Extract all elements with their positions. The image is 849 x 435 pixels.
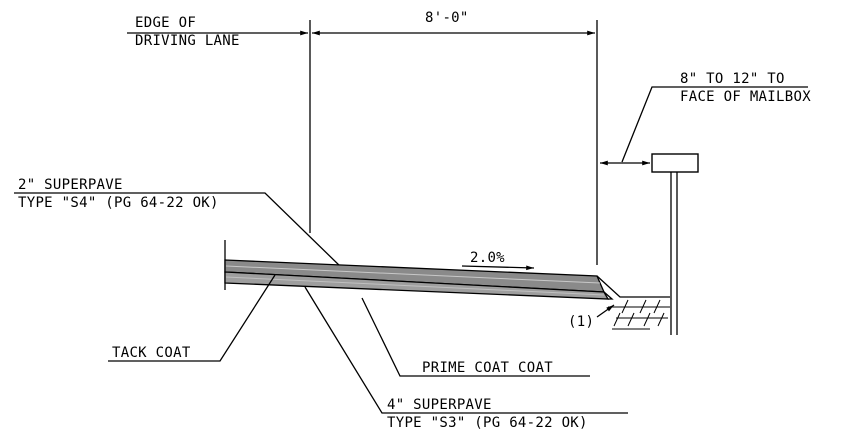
slope-label: 2.0% (470, 250, 505, 266)
edge-label-line2: DRIVING LANE (135, 33, 240, 49)
s4-label-line2: TYPE "S4" (PG 64-22 OK) (18, 195, 219, 211)
prime-coat-label: PRIME COAT COAT (422, 360, 553, 376)
edge-label-line1: EDGE OF (135, 15, 196, 31)
s3-label-line2: TYPE "S3" (PG 64-22 OK) (387, 415, 588, 431)
mailbox (651, 153, 699, 173)
dimension-text: 8'-0" (425, 10, 469, 26)
pavement-edge-taper (603, 291, 614, 300)
s3-label-line1: 4" SUPERPAVE (387, 397, 492, 413)
mailbox-label-line1: 8" TO 12" TO (680, 71, 785, 87)
s4-leader (14, 192, 343, 269)
note-label: (1) (568, 314, 594, 330)
s4-highlight (225, 265, 601, 284)
mailbox-label-line2: FACE OF MAILBOX (680, 89, 811, 105)
mailbox-leader (621, 86, 808, 163)
ground-hatching (608, 299, 670, 330)
s3-highlight (225, 276, 605, 296)
slope-arrow (461, 265, 535, 271)
s4-label-line1: 2" SUPERPAVE (18, 177, 123, 193)
shoulder-slope (596, 275, 670, 298)
tack-coat-label: TACK COAT (112, 345, 191, 361)
tack-coat-leader (108, 274, 276, 362)
prime-coat-leader (361, 297, 590, 377)
s3-leader (304, 286, 628, 414)
